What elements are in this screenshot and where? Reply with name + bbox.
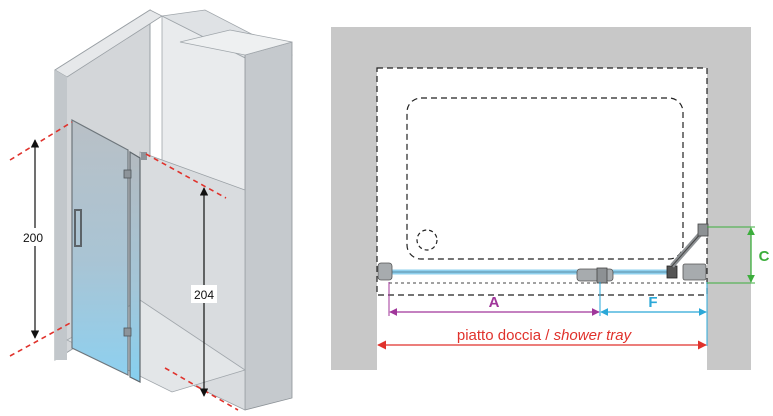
center-clamp — [576, 268, 614, 282]
door-handle — [74, 209, 82, 247]
dimension-label-c: C — [759, 248, 770, 265]
door-hinge-top — [123, 169, 132, 179]
extension-line-bottom-left — [9, 321, 73, 357]
extension-line-top-left — [9, 121, 73, 161]
door-open-bracket — [697, 223, 709, 237]
shower-tray-label-italian: piatto doccia / — [457, 327, 554, 344]
left-wall-front — [55, 70, 67, 360]
plan-walls — [331, 27, 751, 370]
tray-basin-outline — [406, 97, 684, 260]
door-pivot — [666, 265, 678, 279]
enclosure-3d-view: 200 204 — [9, 9, 293, 411]
wall-profile-left — [377, 262, 393, 281]
door-hinge-bottom — [123, 327, 132, 337]
right-wall — [244, 41, 293, 411]
dimension-label-f: F — [648, 294, 657, 311]
shower-tray-label-english: shower tray — [554, 327, 633, 344]
fixed-glass-panel — [71, 118, 129, 376]
right-wall-top — [179, 29, 293, 56]
extension-line-top-right — [145, 153, 227, 199]
wall-profile-right — [682, 263, 707, 281]
plan-view: A F C piatto doccia / shower tray — [331, 27, 772, 370]
dimension-label-204: 204 — [194, 288, 214, 302]
dimension-label-a: A — [489, 294, 500, 311]
shower-tray-label: piatto doccia / shower tray — [457, 327, 633, 344]
drain-icon — [416, 229, 438, 251]
tray-outline-outer — [376, 67, 708, 296]
dimension-label-200: 200 — [23, 231, 43, 245]
wall-bracket — [141, 152, 147, 160]
hinge-clamp — [596, 267, 608, 284]
hinged-door-panel — [129, 150, 141, 383]
